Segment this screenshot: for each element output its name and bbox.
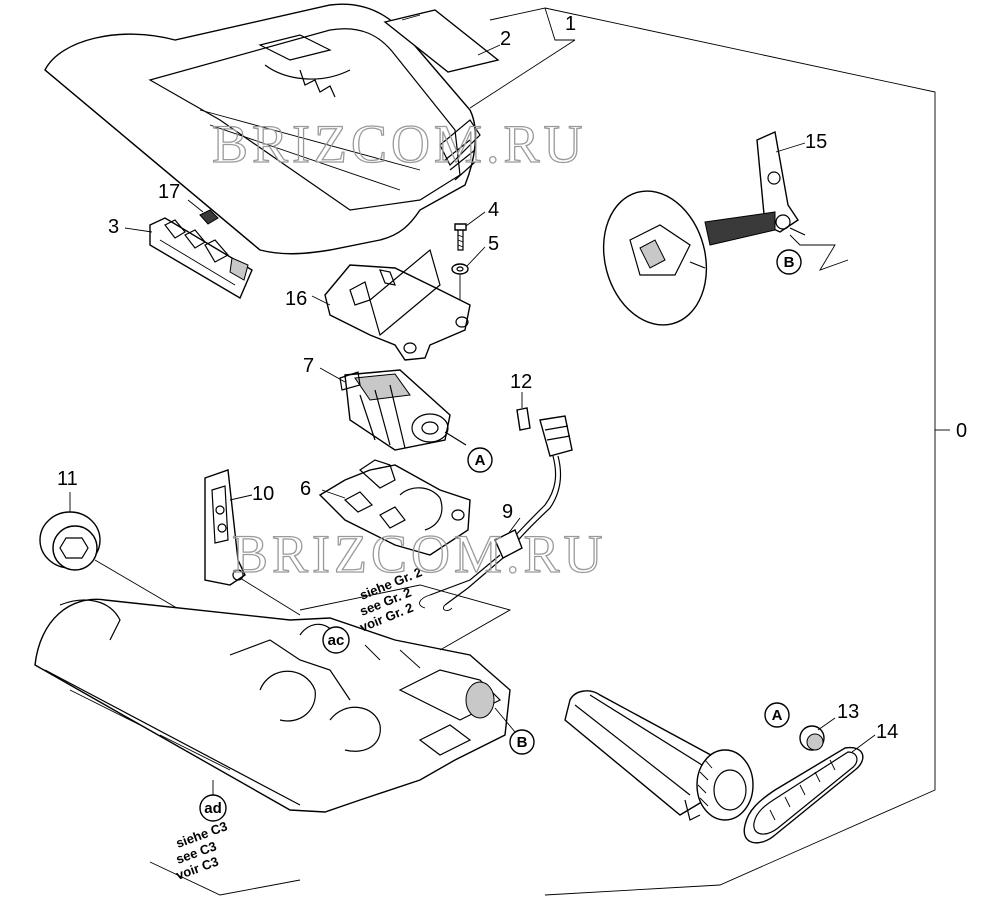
leader-1-bracket <box>489 7 575 41</box>
part-number-0: 0 <box>956 420 967 442</box>
watermark-top: BRIZCOM.RU <box>212 114 587 174</box>
part-number-4: 4 <box>488 199 499 221</box>
part-upper-motor-bracket <box>324 248 471 361</box>
part-number-5: 5 <box>488 233 499 255</box>
marker-b-base: B <box>509 729 535 755</box>
part-number-6: 6 <box>300 478 311 500</box>
svg-text:A: A <box>475 452 486 469</box>
svg-text:ad: ad <box>204 800 222 817</box>
leader-1 <box>469 39 576 109</box>
part-clip <box>516 407 531 431</box>
lever-detail-view <box>602 190 776 326</box>
part-brush-roller <box>564 690 754 821</box>
part-number-12: 12 <box>510 371 532 393</box>
leader-2 <box>477 44 501 56</box>
part-number-17: 17 <box>158 181 180 203</box>
note-c3-frame <box>149 861 301 896</box>
part-number-2: 2 <box>500 28 511 50</box>
marker-ad: ad <box>199 794 227 822</box>
part-small-gear <box>799 725 825 751</box>
part-number-11: 11 <box>57 468 78 490</box>
part-number-15: 15 <box>805 131 827 153</box>
part-washer <box>451 263 469 275</box>
part-top-cover <box>44 3 481 255</box>
leader-14 <box>851 734 876 753</box>
svg-text:B: B <box>517 734 528 751</box>
part-base-housing <box>34 598 511 813</box>
leader-9 <box>507 517 521 535</box>
svg-text:ac: ac <box>328 632 345 649</box>
assembly-outline <box>544 7 936 896</box>
leader-7 <box>319 367 346 383</box>
part-label <box>383 9 500 73</box>
watermark-middle: BRIZCOM.RU <box>232 524 607 584</box>
part-number-13: 13 <box>837 701 859 723</box>
part-number-10: 10 <box>252 483 274 505</box>
leader-3 <box>124 227 153 233</box>
part-lower-motor-bracket <box>318 459 471 556</box>
part-wheel <box>39 511 101 571</box>
leader-13 <box>817 717 836 731</box>
part-screw <box>454 223 467 251</box>
marker-a-gear: A <box>764 702 790 728</box>
part-number-1: 1 <box>565 13 576 35</box>
leader-17 <box>187 199 204 213</box>
part-number-16: 16 <box>285 288 307 310</box>
leader-5 <box>466 246 486 267</box>
leader-16 <box>311 295 331 306</box>
marker-a-motor: A <box>467 447 493 473</box>
leader-b-lever <box>789 234 849 271</box>
note-gr2-frame <box>299 584 512 651</box>
part-number-3: 3 <box>108 216 119 238</box>
svg-text:B: B <box>784 254 795 271</box>
marker-b-lever: B <box>776 249 802 275</box>
marker-ac: ac <box>322 626 350 654</box>
leader-10 <box>229 494 253 501</box>
lever-axis <box>239 577 301 616</box>
part-motor <box>339 369 467 451</box>
part-drive-belt <box>743 746 864 844</box>
svg-text:A: A <box>772 707 783 724</box>
leader-15 <box>775 142 806 153</box>
part-number-9: 9 <box>502 501 513 523</box>
part-number-7: 7 <box>303 355 314 377</box>
leader-4 <box>465 211 486 227</box>
part-small-block <box>199 209 219 225</box>
leader-6 <box>321 489 346 499</box>
part-number-14: 14 <box>876 721 898 743</box>
part-circuit-board <box>149 217 253 300</box>
part-side-lever <box>204 469 246 586</box>
leader-b-base <box>494 707 516 733</box>
part-cable <box>419 415 573 612</box>
